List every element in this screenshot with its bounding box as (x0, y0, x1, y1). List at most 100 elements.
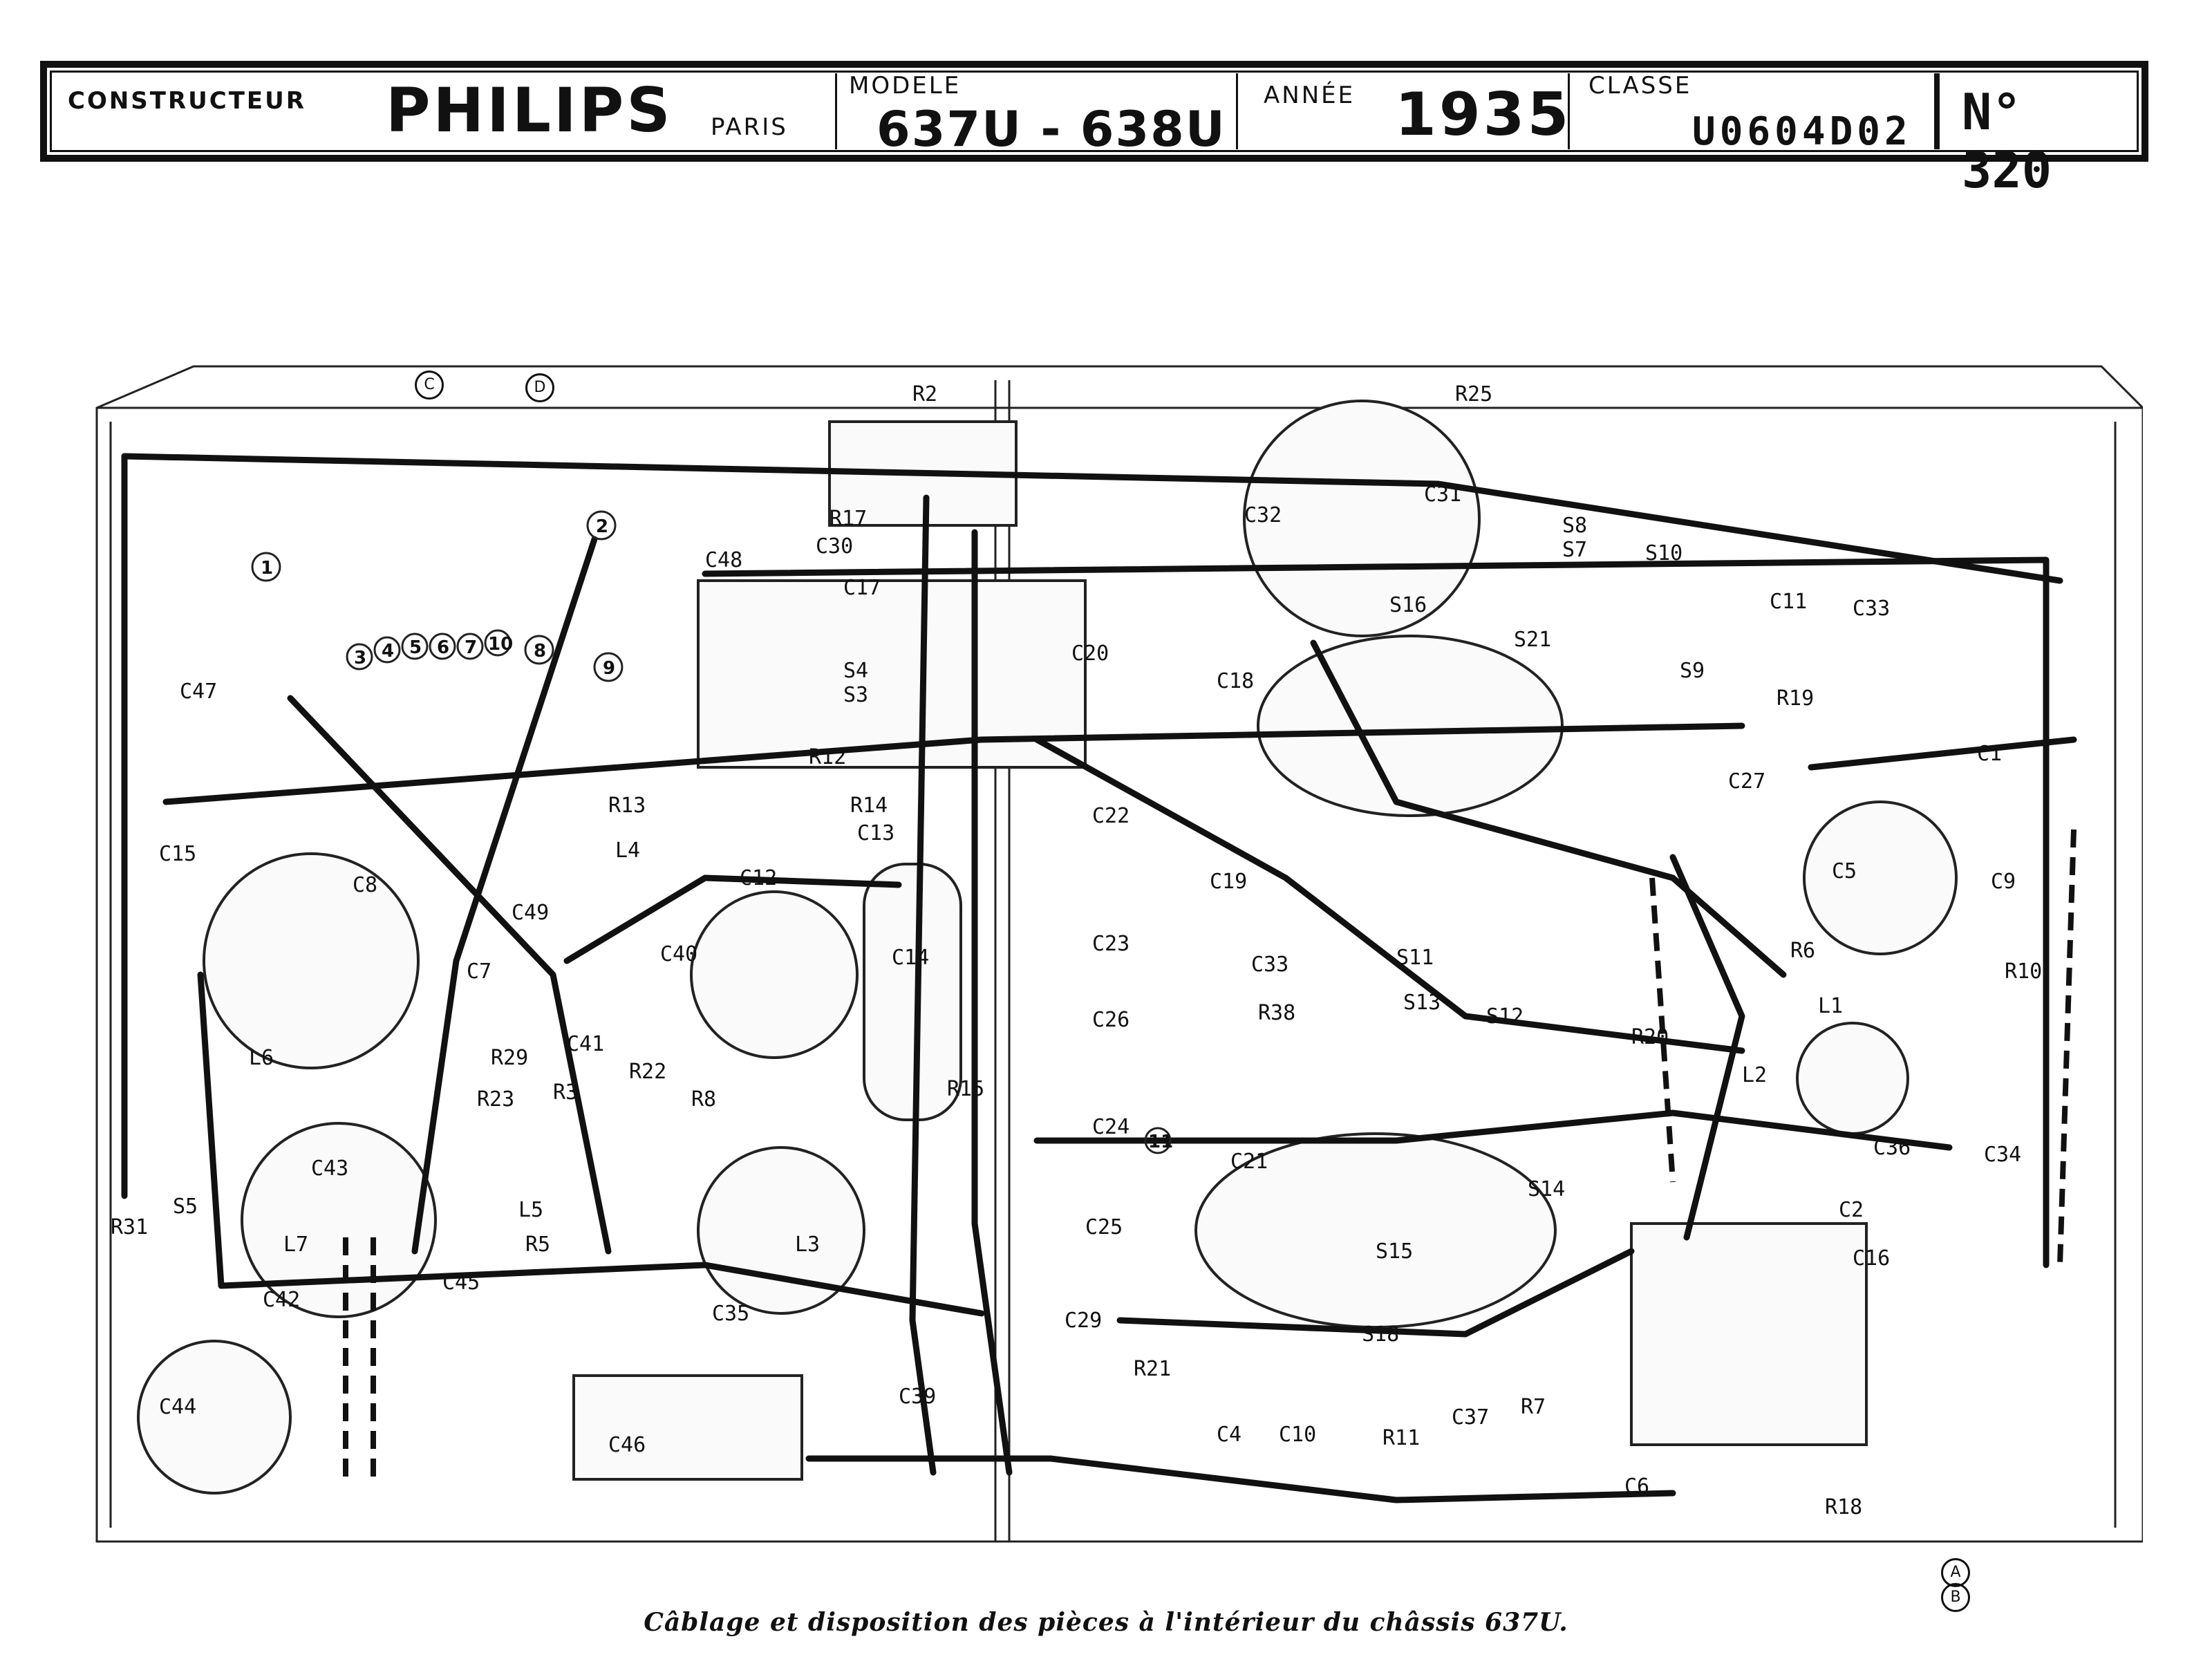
component-label: L6 (249, 1046, 274, 1070)
wiring-harness (121, 453, 2077, 1503)
wire-marker: 6 (429, 633, 456, 660)
annee-value: 1935 (1395, 80, 1572, 149)
component-label: R7 (1521, 1395, 1546, 1419)
component-label: C21 (1230, 1150, 1268, 1174)
wire (1033, 736, 1745, 1054)
wire-marker: 10 (484, 629, 513, 657)
component-label: S11 (1396, 946, 1434, 970)
component-label: L3 (795, 1233, 820, 1257)
component-label: R19 (1777, 686, 1814, 711)
component-label: L5 (518, 1198, 543, 1222)
shielded-wire (343, 1237, 376, 1486)
coil-c36 (1796, 1022, 1909, 1135)
component-label: C37 (1452, 1405, 1489, 1430)
component-label: C24 (1092, 1115, 1130, 1139)
component-label: R22 (629, 1060, 666, 1084)
component-label: S13 (1403, 991, 1441, 1015)
component-bodies (137, 400, 1958, 1495)
component-label: R5 (525, 1233, 550, 1257)
wire (121, 453, 2063, 584)
component-label: C45 (442, 1271, 480, 1295)
component-label: S15 (1376, 1239, 1413, 1264)
component-label: R29 (491, 1046, 528, 1070)
component-label: C31 (1424, 483, 1461, 507)
dial-assembly (1194, 1132, 1557, 1329)
chassis-outline (95, 365, 2143, 1543)
component-label: C22 (1092, 804, 1130, 828)
wire-number: 4 (382, 641, 394, 662)
component-label: S3 (843, 683, 868, 707)
component-label: C8 (353, 873, 377, 897)
terminal-marker-b: B (1941, 1583, 1970, 1612)
component-label: C25 (1085, 1215, 1123, 1239)
component-label: C11 (1770, 590, 1807, 614)
wire (563, 874, 902, 964)
component-label: C26 (1092, 1008, 1130, 1032)
component-label: R17 (830, 507, 867, 531)
annee-label: ANNÉE (1264, 82, 1356, 109)
wire-number: 3 (354, 648, 366, 668)
component-label: C47 (180, 680, 217, 704)
wire-number: 9 (603, 658, 615, 679)
wire-number: 2 (596, 516, 608, 537)
capacitor-c44 (137, 1340, 292, 1495)
component-label: R11 (1382, 1426, 1420, 1450)
wire (1033, 1109, 1953, 1151)
component-label: C6 (1624, 1474, 1649, 1499)
wire-number: 1 (261, 558, 273, 579)
document-number: N° 320 (1962, 83, 2052, 199)
speaker-field (1257, 635, 1564, 817)
component-label: R20 (1631, 1025, 1669, 1049)
component-label: S8 (1562, 514, 1587, 538)
wire-marker: 2 (586, 510, 617, 541)
component-label: C13 (857, 821, 894, 845)
wire-number: 6 (437, 637, 449, 658)
component-label: C44 (159, 1395, 196, 1419)
electrolytic-r15 (863, 863, 962, 1121)
component-label: R6 (1790, 939, 1815, 963)
component-label: C19 (1210, 870, 1247, 894)
component-label: C34 (1984, 1143, 2021, 1167)
capacitor-block-c46 (572, 1374, 803, 1481)
modele-value: 637U - 638U (877, 101, 1226, 158)
wire (702, 556, 2050, 1268)
component-label: C5 (1832, 859, 1857, 883)
separator (1568, 73, 1570, 149)
component-label: S5 (173, 1194, 198, 1219)
component-label: R31 (111, 1215, 148, 1239)
component-label: R13 (608, 794, 646, 818)
wiring-diagram-svg: R2 R25 R17 C30 C17 C48 C32 C31 C33 C11 S… (95, 365, 2143, 1543)
component-label: C16 (1853, 1246, 1890, 1271)
component-label: R3 (553, 1080, 578, 1105)
wire-marker: 9 (593, 652, 624, 682)
component-label: C12 (740, 866, 777, 890)
wire (162, 722, 1745, 805)
component-label: C36 (1873, 1136, 1911, 1160)
component-label: L4 (615, 838, 640, 863)
brand-name: PHILIPS (386, 75, 673, 146)
component-label: C18 (1217, 669, 1254, 693)
component-label: L7 (283, 1233, 308, 1257)
component-label: C49 (512, 901, 549, 925)
component-label: R15 (947, 1077, 984, 1101)
coil-l1 (1803, 800, 1958, 955)
wire-marker: 4 (373, 636, 401, 664)
component-label: R10 (2005, 959, 2042, 984)
wire-marker: 5 (401, 633, 429, 660)
wire (1310, 639, 1787, 978)
component-label: S12 (1486, 1004, 1524, 1029)
component-label: C29 (1065, 1309, 1102, 1333)
constructeur-label: CONSTRUCTEUR (68, 87, 306, 115)
component-label: C4 (1217, 1423, 1241, 1447)
separator (1236, 73, 1238, 149)
component-label: R25 (1455, 382, 1492, 406)
component-label: L1 (1818, 994, 1843, 1018)
transformer-l7 (241, 1122, 437, 1318)
component-label: C40 (660, 942, 697, 966)
coil-l6 (203, 852, 420, 1069)
component-label: C33 (1251, 953, 1288, 977)
wire (909, 494, 937, 1476)
component-label: C42 (263, 1288, 300, 1312)
city-label: PARIS (711, 113, 788, 141)
wire (197, 971, 985, 1317)
